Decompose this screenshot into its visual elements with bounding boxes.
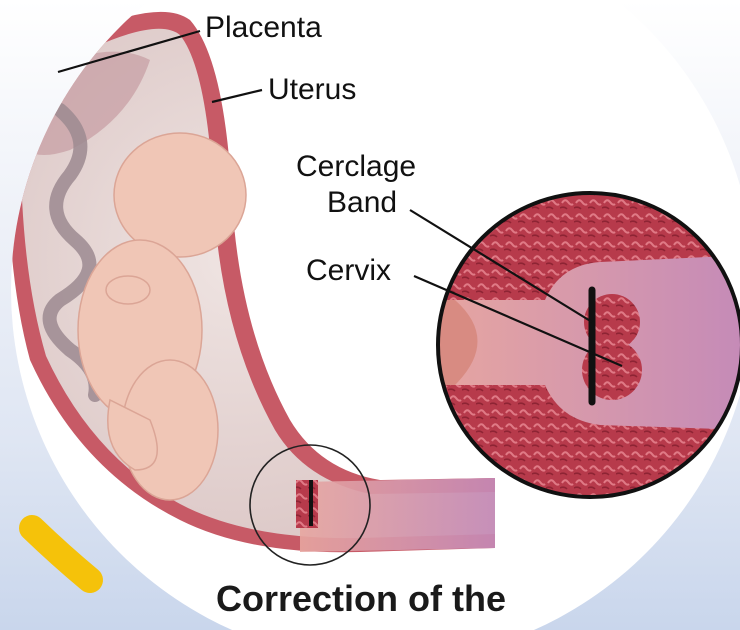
cervix-label: Cervix [306,256,391,286]
vaginal-canal [300,478,495,552]
caption-clip: Correction of the [216,577,586,621]
band-label: Band [327,188,397,218]
caption-text: Correction of the [216,577,586,621]
cerclage-label: Cerclage [296,152,416,182]
yellow-swoosh-decoration [32,528,90,580]
uterus-label: Uterus [268,75,356,105]
placenta-label: Placenta [205,13,322,43]
